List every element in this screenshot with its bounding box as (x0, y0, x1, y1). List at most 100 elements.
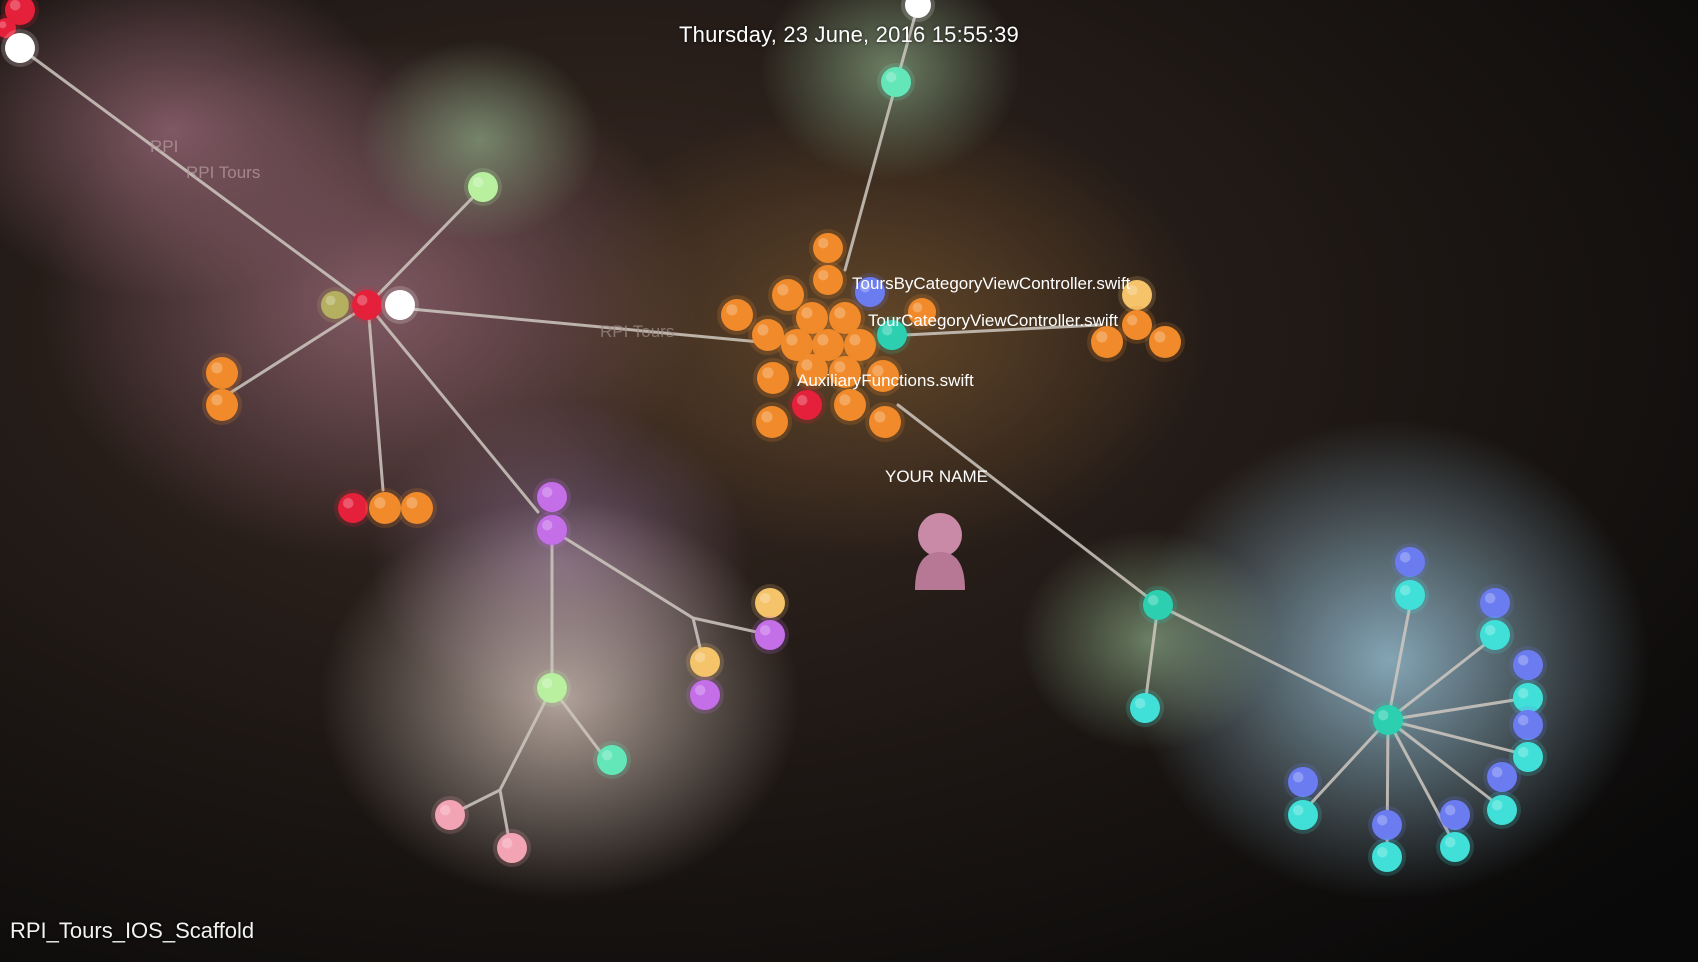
file-node (1440, 800, 1470, 830)
file-nodes (0, 0, 1547, 876)
file-node-highlight (817, 334, 829, 346)
file-node (468, 172, 498, 202)
file-node-highlight (777, 284, 789, 296)
file-node-highlight (211, 362, 223, 374)
file-node (537, 515, 567, 545)
user-name-label: YOUR NAME (885, 467, 988, 486)
file-node (1091, 326, 1123, 358)
file-node-highlight (601, 749, 613, 761)
file-node-highlight (1134, 697, 1146, 709)
file-node (1372, 842, 1402, 872)
file-node-highlight (0, 21, 7, 29)
file-node (855, 277, 885, 307)
file-node (792, 390, 822, 420)
file-node-highlight (1484, 624, 1496, 636)
file-node-highlight (912, 302, 923, 313)
file-node-highlight (406, 497, 418, 509)
file-node (1122, 280, 1152, 310)
file-node (867, 360, 899, 392)
file-node (1122, 310, 1152, 340)
file-node (755, 588, 785, 618)
file-node (401, 492, 433, 524)
file-node (877, 320, 907, 350)
file-labels: ToursByCategoryViewController.swift Tour… (797, 274, 1131, 390)
file-node-highlight (834, 307, 846, 319)
file-node (721, 299, 753, 331)
file-node (781, 329, 813, 361)
file-node-highlight (541, 486, 553, 498)
file-node-highlight (356, 294, 368, 306)
file-node-highlight (9, 37, 21, 49)
file-node-highlight (874, 411, 886, 423)
file-node-highlight (885, 71, 897, 83)
file-node (338, 493, 368, 523)
file-node (369, 492, 401, 524)
file-node (829, 356, 861, 388)
timestamp: Thursday, 23 June, 2016 15:55:39 (679, 22, 1019, 47)
file-node (1288, 767, 1318, 797)
file-node-highlight (1444, 836, 1456, 848)
file-node-highlight (1517, 714, 1529, 726)
file-node (537, 673, 567, 703)
file-node (834, 389, 866, 421)
file-node (1149, 326, 1181, 358)
file-node (1513, 683, 1543, 713)
file-node-highlight (211, 394, 223, 406)
file-node (321, 291, 349, 319)
file-node (844, 329, 876, 361)
file-node-highlight (1399, 584, 1411, 596)
file-node (1288, 800, 1318, 830)
file-node (869, 406, 901, 438)
file-node-highlight (1154, 331, 1166, 343)
file-node-highlight (757, 324, 769, 336)
file-node (497, 833, 527, 863)
file-node (881, 67, 911, 97)
file-node (908, 298, 936, 326)
file-node-highlight (541, 677, 553, 689)
file-node-highlight (1292, 771, 1304, 783)
file-node (0, 18, 16, 38)
file-node (1395, 580, 1425, 610)
file-node (796, 302, 828, 334)
file-node-highlight (472, 176, 484, 188)
file-node-highlight (501, 837, 513, 849)
file-node (1372, 810, 1402, 840)
file-node-highlight (1126, 284, 1138, 296)
file-node-highlight (817, 237, 829, 249)
file-node-highlight (1517, 746, 1529, 758)
file-node-highlight (694, 651, 706, 663)
user-avatar: YOUR NAME (885, 467, 988, 590)
file-node (813, 233, 843, 263)
file-node-highlight (1376, 814, 1388, 826)
file-node-highlight (1491, 766, 1503, 778)
file-node-highlight (325, 295, 336, 306)
file-node (1487, 762, 1517, 792)
file-node (435, 800, 465, 830)
file-node (1513, 710, 1543, 740)
file-node (1440, 832, 1470, 862)
file-label-tours-by-category: ToursByCategoryViewController.swift (852, 274, 1131, 293)
file-node-highlight (726, 304, 738, 316)
file-node-highlight (1399, 551, 1411, 563)
file-node (757, 362, 789, 394)
file-node-highlight (342, 497, 354, 509)
file-node (537, 482, 567, 512)
file-node-highlight (1292, 804, 1304, 816)
directory-labels: RPI RPI Tours RPI Tours (150, 137, 674, 341)
file-node-highlight (439, 804, 451, 816)
file-node-highlight (801, 307, 813, 319)
file-node (1373, 705, 1403, 735)
file-node-highlight (834, 361, 846, 373)
file-node-highlight (1491, 799, 1503, 811)
file-node-highlight (1126, 314, 1138, 326)
dir-label-rpi: RPI (150, 137, 178, 156)
file-node (829, 302, 861, 334)
file-node-highlight (759, 624, 771, 636)
file-node-highlight (839, 394, 851, 406)
file-node-highlight (1096, 331, 1108, 343)
file-node-highlight (859, 281, 871, 293)
file-node-highlight (909, 0, 919, 6)
file-node (812, 329, 844, 361)
file-node-highlight (1517, 654, 1529, 666)
user-body-icon (915, 552, 965, 590)
